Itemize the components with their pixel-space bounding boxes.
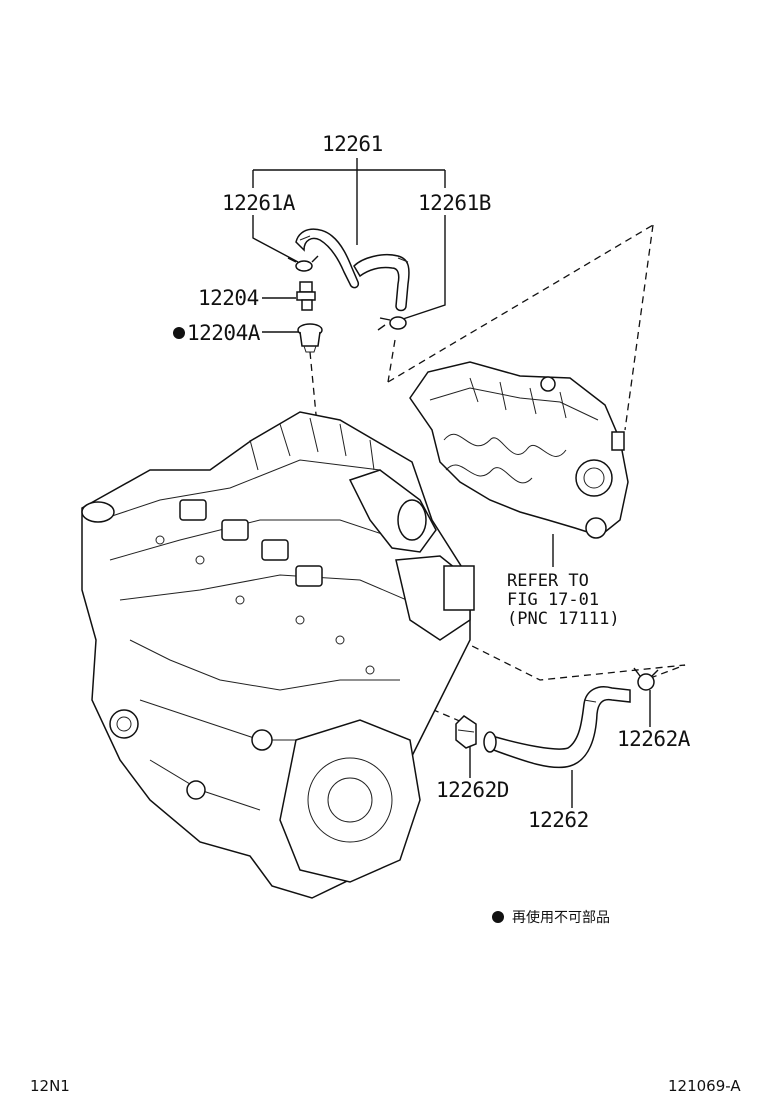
reference-line-3: (PNC 17111) [507,609,620,629]
label-12262: 12262 [528,808,589,832]
footer-left-code: 12N1 [30,1077,70,1095]
clip-12261A [287,255,319,272]
clip-12262A [633,667,659,691]
footer-right-code: 121069-A [668,1077,741,1095]
label-12261A: 12261A [222,191,296,215]
clip-12262D [455,715,477,749]
label-12261B: 12261B [418,191,491,215]
legend-non-reusable-text: 再使用不可部品 [512,909,610,926]
filled-circle-icon [173,327,185,339]
label-12261: 12261 [322,132,383,156]
reference-line-2: FIG 17-01 [507,590,599,610]
reference-line-1: REFER TO [507,571,589,591]
leader-lines [252,158,651,808]
label-12262D: 12262D [436,778,509,802]
ventilation-hose-12262 [483,686,631,769]
ventilation-hose-12261 [295,228,410,312]
pcv-valve-12204 [296,281,316,311]
engine-assembly [81,411,475,899]
label-12204: 12204 [198,286,259,310]
label-12204A: 12204A [187,321,261,345]
label-12262A: 12262A [617,727,691,751]
clip-12261B [377,316,407,331]
grommet-12204A [297,323,323,353]
intake-manifold [409,361,629,539]
filled-circle-icon [492,911,504,923]
